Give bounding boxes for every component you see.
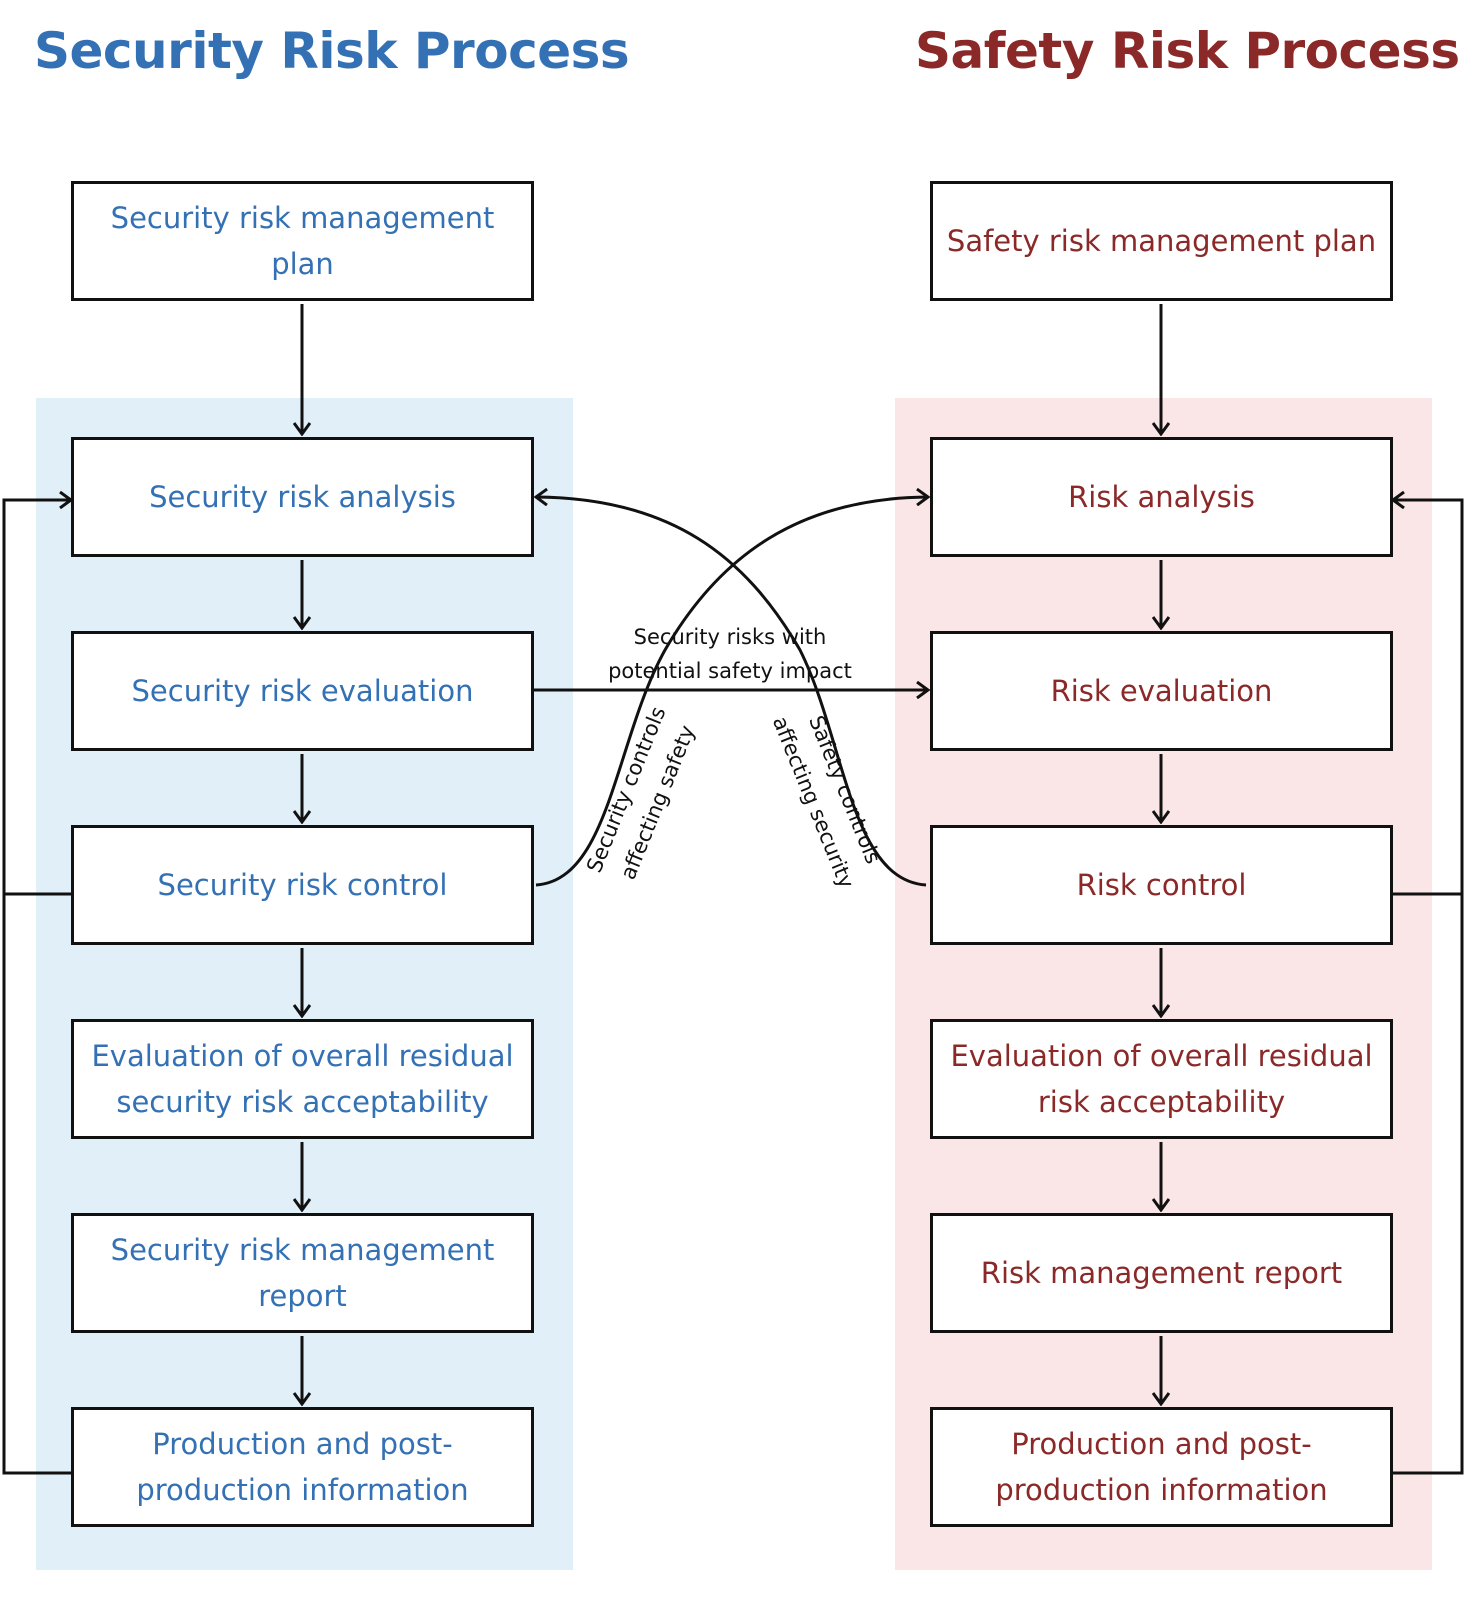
safety-production-box: Production and post-production informati… <box>930 1407 1393 1527</box>
saf-feedback-loop <box>1393 500 1464 1475</box>
link-security-controls-affecting-safety <box>535 497 928 887</box>
label-impact-line1: Security risks with <box>633 625 827 649</box>
safety-analysis-box: Risk analysis <box>930 437 1393 557</box>
sec-feedback-loop <box>2 500 71 1475</box>
security-evaluation-box: Security risk evaluation <box>71 631 534 751</box>
safety-residual-box: Evaluation of overall residual risk acce… <box>930 1019 1393 1139</box>
safety-process-title: Safety Risk Process <box>915 22 1460 80</box>
security-process-panel <box>36 398 573 1570</box>
security-residual-box: Evaluation of overall residual security … <box>71 1019 534 1139</box>
security-production-box: Production and post-production informati… <box>71 1407 534 1527</box>
link-safety-controls-affecting-security <box>536 497 927 887</box>
security-process-title: Security Risk Process <box>34 22 630 80</box>
security-plan-box: Security risk management plan <box>71 181 534 301</box>
label-security-risks-safety-impact: Security risks with potential safety imp… <box>583 620 877 688</box>
safety-evaluation-box: Risk evaluation <box>930 631 1393 751</box>
safety-report-box: Risk management report <box>930 1213 1393 1333</box>
label-impact-line2: potential safety impact <box>608 659 852 683</box>
security-analysis-box: Security risk analysis <box>71 437 534 557</box>
security-report-box: Security risk management report <box>71 1213 534 1333</box>
safety-process-panel <box>895 398 1432 1570</box>
safety-plan-box: Safety risk management plan <box>930 181 1393 301</box>
security-control-box: Security risk control <box>71 825 534 945</box>
safety-control-box: Risk control <box>930 825 1393 945</box>
